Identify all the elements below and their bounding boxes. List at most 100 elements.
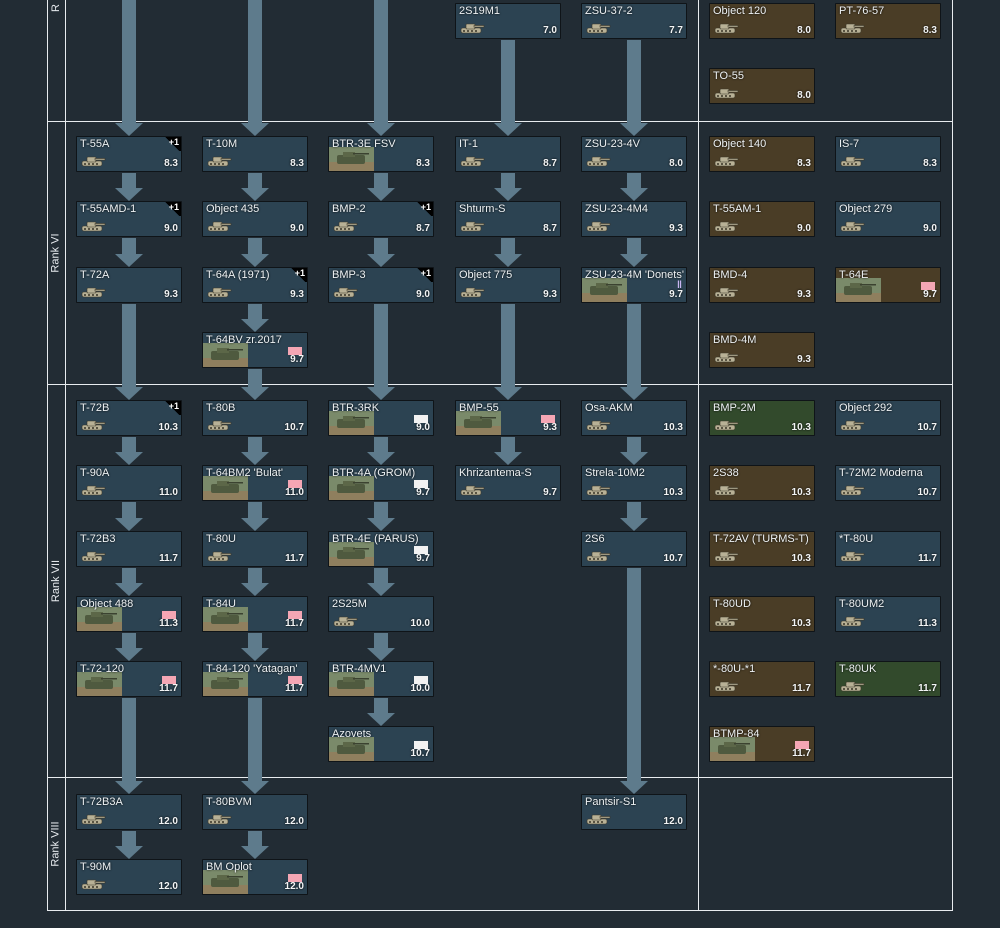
arrow-shaft	[374, 437, 388, 453]
arrow-shaft	[248, 698, 262, 782]
battle-rating: 11.7	[918, 553, 937, 564]
grid-bottom-border	[47, 910, 953, 911]
arrow-head	[241, 254, 269, 267]
tank-icon	[206, 152, 232, 168]
arrow-head	[367, 713, 395, 726]
arrow-shaft	[627, 437, 641, 453]
vehicle-card-zsu-23-4m-donets[interactable]: ZSU-23-4M 'Donets'9.7‖	[581, 267, 687, 303]
battle-rating: 10.7	[917, 422, 937, 433]
vehicle-name: T-72-120	[80, 663, 125, 675]
bonus-label: +1	[420, 202, 431, 212]
arrow-shaft	[122, 831, 136, 847]
battle-rating: 9.7	[416, 487, 430, 498]
vehicle-card-t-72av-turms-t[interactable]: T-72AV (TURMS-T)10.3	[709, 531, 815, 567]
arrow-head	[115, 846, 143, 859]
battle-rating: 11.7	[159, 553, 178, 564]
battle-rating: 9.3	[290, 289, 304, 300]
arrow-shaft	[374, 633, 388, 649]
vehicle-card-star-t-80u[interactable]: *T-80U 11.7	[835, 531, 941, 567]
vehicle-card-t-64a-1971[interactable]: T-64A (1971)9.3+1	[202, 267, 308, 303]
vehicle-name: Pantsir-S1	[585, 796, 637, 808]
rank-label-5: R	[49, 4, 62, 12]
vehicle-name: Object 435	[206, 203, 260, 215]
vehicle-name: *T-80U	[839, 533, 874, 545]
vehicle-name: Object 279	[839, 203, 893, 215]
vehicle-card-t-64bm2-bulat[interactable]: T-64BM2 'Bulat'11.0	[202, 465, 308, 501]
arrow-head	[241, 387, 269, 400]
battle-rating: 11.7	[285, 618, 304, 629]
arrow-head	[620, 452, 648, 465]
arrow-head	[367, 387, 395, 400]
vehicle-name: T-72B3A	[80, 796, 123, 808]
vehicle-card-t-84-120-yatagan[interactable]: T-84-120 'Yatagan'11.7	[202, 661, 308, 697]
grid-left-border	[47, 0, 48, 911]
vehicle-card-btr-4a-grom[interactable]: BTR-4A (GROM)9.7	[328, 465, 434, 501]
vehicle-name: Object 120	[713, 5, 767, 17]
tank-icon	[713, 612, 739, 628]
tank-icon	[80, 875, 106, 891]
rank-label-8: Rank VIII	[50, 821, 62, 867]
vehicle-card-btr-4e-parus[interactable]: BTR-4E (PARUS)9.7	[328, 531, 434, 567]
battle-rating: 11.0	[159, 487, 178, 498]
vehicle-name: T-72B	[80, 402, 110, 414]
country-flag-icon	[288, 611, 302, 619]
